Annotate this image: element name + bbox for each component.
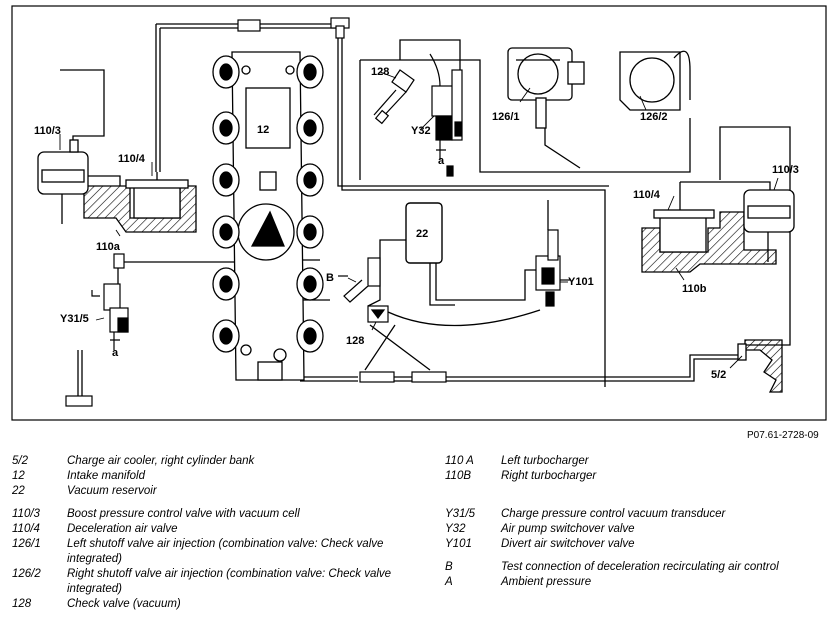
legend-desc: Left shutoff valve air injection (combin… <box>67 538 384 565</box>
diagram-frame <box>11 5 827 421</box>
legend-item: 110/3 Boost pressure control valve with v… <box>12 507 432 522</box>
legend-code: 110/4 <box>12 523 40 535</box>
legend-code: 22 <box>12 485 25 497</box>
legend-desc: Left turbocharger <box>501 455 589 467</box>
check-valve-center <box>367 305 389 323</box>
shutoff-valve-126-1 <box>507 47 585 129</box>
legend-item: A Ambient pressure <box>445 575 830 590</box>
legend-item: B Test connection of deceleration recircu… <box>445 560 830 575</box>
test-connection-b <box>338 257 381 303</box>
label-110-3-right: 110/3 <box>772 164 799 176</box>
legend-desc: Ambient pressure <box>501 576 592 588</box>
label-a-left: a <box>112 347 119 359</box>
label-a-mid: a <box>438 155 445 167</box>
legend-code: 5/2 <box>12 455 28 467</box>
legend-item: 110B Right turbocharger <box>445 469 830 484</box>
label-128-top: 128 <box>371 66 389 78</box>
legend-desc: Air pump switchover valve <box>501 523 635 535</box>
legend-desc: Deceleration air valve <box>67 523 178 535</box>
legend-code: Y32 <box>445 523 466 535</box>
label-110-3-left: 110/3 <box>34 125 61 137</box>
legend-item: 110 A Left turbocharger <box>445 454 830 469</box>
legend-desc: Charge pressure control vacuum transduce… <box>501 508 726 520</box>
label-y31-5: Y31/5 <box>60 313 89 325</box>
legend-item: 126/1 Left shutoff valve air injection (c… <box>12 537 432 567</box>
legend-item: 22 Vacuum reservoir <box>12 484 432 499</box>
decel-valve-left <box>133 183 181 219</box>
legend-code: Y31/5 <box>445 508 476 520</box>
label-y32: Y32 <box>411 125 431 137</box>
decel-valve-right <box>659 213 707 253</box>
component-labels: 12 22 110/3 110/4 110a Y31/5 a B 128 128… <box>34 66 799 381</box>
label-22: 22 <box>416 228 428 240</box>
legend-desc: Charge air cooler, right cylinder bank <box>67 455 255 467</box>
legend-left: 5/2 Charge air cooler, right cylinder ban… <box>12 454 432 612</box>
transducer-y31-5 <box>91 283 129 350</box>
legend-item: 110/4 Deceleration air valve <box>12 522 432 537</box>
legend-desc: Test connection of deceleration recircul… <box>501 561 779 573</box>
divert-valve-y101 <box>535 229 570 307</box>
legend-item: 12 Intake manifold <box>12 469 432 484</box>
left-turbo-assembly <box>37 139 197 233</box>
intake-manifold <box>212 51 324 381</box>
legend-item: 128 Check valve (vacuum) <box>12 597 432 612</box>
label-y101: Y101 <box>568 276 594 288</box>
vacuum-reservoir <box>405 202 443 264</box>
label-5-2: 5/2 <box>711 369 726 381</box>
shutoff-valve-126-2 <box>619 50 691 111</box>
legend-desc: Intake manifold <box>67 470 145 482</box>
legend-code: A <box>445 576 453 588</box>
legend-code: 12 <box>12 470 25 482</box>
right-turbo-assembly <box>641 189 795 273</box>
label-12: 12 <box>257 124 269 136</box>
legend-code: B <box>445 561 453 573</box>
legend-desc: Divert air switchover valve <box>501 538 635 550</box>
legend-item: Y32 Air pump switchover valve <box>445 522 830 537</box>
label-110a: 110a <box>96 241 121 253</box>
legend-right: 110 A Left turbocharger 110B Right turboch… <box>445 454 830 590</box>
legend-desc: Check valve (vacuum) <box>67 598 181 610</box>
line-connectors <box>65 17 447 407</box>
legend-item: Y101 Divert air switchover valve <box>445 537 830 552</box>
legend-item: Y31/5 Charge pressure control vacuum tran… <box>445 507 830 522</box>
legend-item: 5/2 Charge air cooler, right cylinder ban… <box>12 454 432 469</box>
legend-code: Y101 <box>445 538 472 550</box>
legend-code: 110B <box>445 470 472 482</box>
label-110-4-right: 110/4 <box>633 189 661 201</box>
legend-code: 126/2 <box>12 568 41 580</box>
label-b: B <box>326 272 334 284</box>
legend-item: 126/2 Right shutoff valve air injection (… <box>12 567 432 597</box>
label-110b: 110b <box>682 283 707 295</box>
label-128-center: 128 <box>346 335 364 347</box>
figure-reference: P07.61-2728-09 <box>747 430 819 441</box>
leader-lines <box>59 71 779 369</box>
label-110-4-left: 110/4 <box>118 153 146 165</box>
check-valve-y32-group <box>373 53 463 177</box>
legend-desc: Boost pressure control valve with vacuum… <box>67 508 300 520</box>
label-126-2: 126/2 <box>640 111 668 123</box>
legend-desc: Right turbocharger <box>501 470 597 482</box>
legend-desc: Right shutoff valve air injection (combi… <box>67 568 392 595</box>
label-126-1: 126/1 <box>492 111 520 123</box>
legend-code: 126/1 <box>12 538 41 550</box>
legend-code: 128 <box>12 598 32 610</box>
vacuum-lines <box>60 23 791 403</box>
charge-air-cooler <box>737 339 783 393</box>
legend-code: 110/3 <box>12 508 40 520</box>
legend-desc: Vacuum reservoir <box>67 485 157 497</box>
legend-code: 110 A <box>445 455 474 467</box>
